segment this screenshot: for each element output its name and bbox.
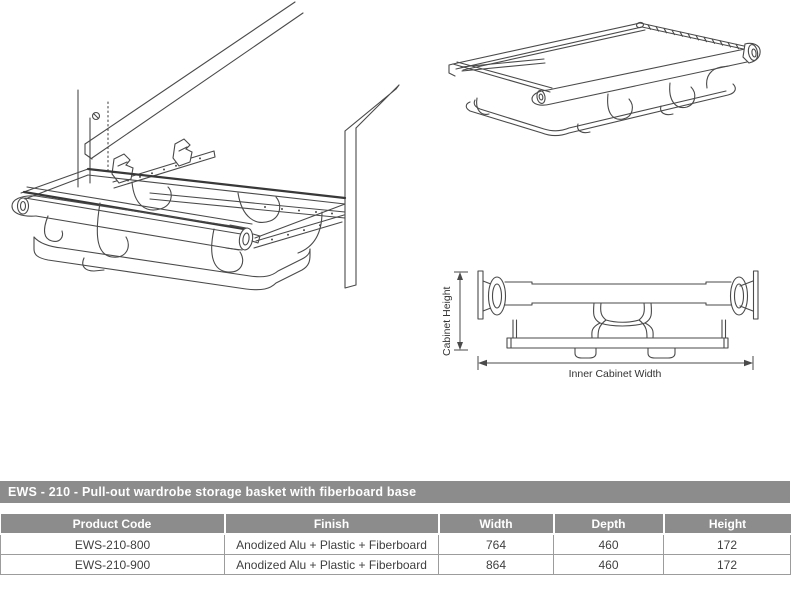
height-dimension: Cabinet Height — [441, 272, 468, 356]
cell-depth: 460 — [553, 554, 664, 575]
mounting-rail — [112, 139, 215, 188]
base-and-pins — [507, 320, 728, 358]
isometric-view-drawing — [430, 0, 800, 210]
cell-depth: 460 — [553, 533, 664, 555]
cell-product-code: EWS-210-900 — [0, 554, 225, 575]
header-width: Width — [437, 514, 554, 535]
screw-and-guide — [93, 102, 109, 174]
inner-cabinet-width-label: Inner Cabinet Width — [569, 368, 662, 380]
fiberboard-base — [466, 84, 735, 136]
right-flange — [731, 271, 759, 319]
header-depth: Depth — [552, 514, 664, 535]
frame-rails — [449, 22, 753, 92]
center-hanger-wire — [592, 303, 653, 338]
spec-table-header-row: Product Code Finish Width Depth Height — [0, 514, 791, 535]
left-flange — [478, 271, 506, 319]
header-height: Height — [662, 514, 791, 535]
fiberboard-base — [34, 237, 310, 290]
rod-tube — [505, 282, 731, 305]
cell-width: 764 — [438, 533, 554, 555]
cell-height: 172 — [663, 533, 791, 555]
header-finish: Finish — [223, 514, 439, 535]
wire-supports — [45, 182, 322, 272]
section-title: EWS - 210 - Pull-out wardrobe storage ba… — [8, 485, 417, 499]
cabinet-height-label: Cabinet Height — [441, 286, 453, 356]
width-dimension: Inner Cabinet Width — [478, 356, 753, 380]
installed-view-drawing — [0, 0, 420, 320]
cell-height: 172 — [663, 554, 791, 575]
basket-frame — [21, 169, 345, 248]
cell-width: 864 — [438, 554, 554, 575]
cell-product-code: EWS-210-800 — [0, 533, 225, 555]
table-row: EWS-210-800 Anodized Alu + Plastic + Fib… — [0, 533, 791, 555]
table-row: EWS-210-900 Anodized Alu + Plastic + Fib… — [0, 554, 791, 575]
spec-table: Product Code Finish Width Depth Height E… — [0, 514, 791, 575]
wire-supports — [477, 66, 729, 119]
front-view-drawing: Cabinet Height Inner Cabinet Width — [441, 250, 780, 380]
cell-finish: Anodized Alu + Plastic + Fiberboard — [224, 554, 439, 575]
header-product-code: Product Code — [0, 514, 225, 535]
cell-finish: Anodized Alu + Plastic + Fiberboard — [224, 533, 439, 555]
front-tube — [12, 196, 260, 251]
cabinet-panels — [78, 2, 399, 288]
hanging-rod — [532, 43, 760, 105]
section-title-bar: EWS - 210 - Pull-out wardrobe storage ba… — [0, 481, 790, 503]
